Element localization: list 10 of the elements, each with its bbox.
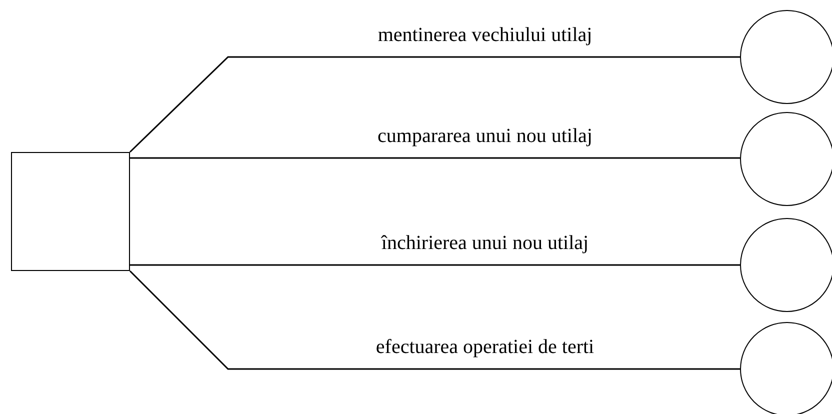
branch-line	[129, 56, 740, 153]
decision-node-box	[11, 152, 130, 271]
edge-label: efectuarea operatiei de terti	[374, 336, 596, 358]
chance-node-circle	[740, 322, 832, 414]
chance-node-circle	[740, 10, 832, 104]
chance-node-circle	[740, 218, 832, 312]
chance-node-circle	[740, 112, 832, 206]
branch-line	[130, 157, 740, 159]
branch-line	[130, 264, 740, 266]
branch-line	[129, 270, 740, 370]
